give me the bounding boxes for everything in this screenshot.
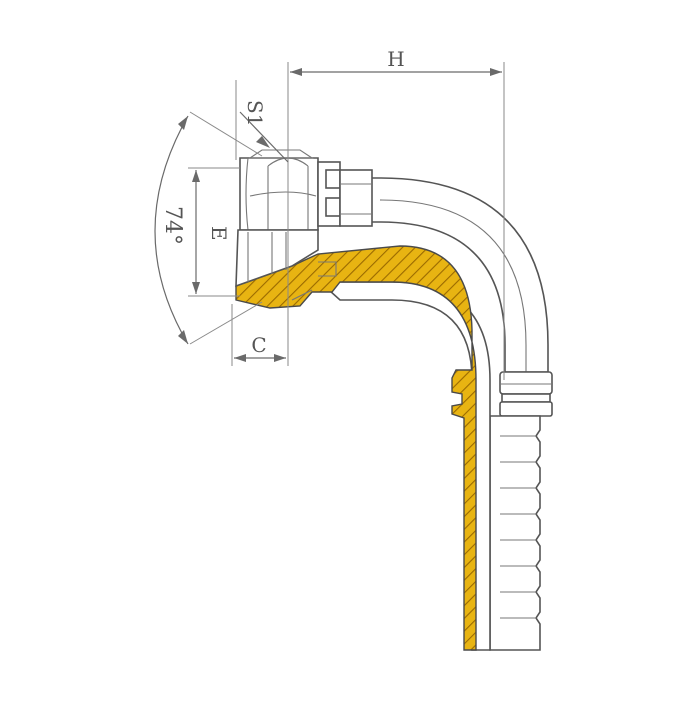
dimension-angle: 74° [154, 111, 263, 345]
nut-socket [235, 229, 319, 288]
barbed-stem [489, 415, 541, 651]
collar-rings [317, 161, 373, 227]
section-hatched-wall [235, 245, 477, 651]
label-angle: 74° [160, 206, 185, 245]
label-h: H [387, 47, 404, 71]
elbow-outer-body [339, 177, 549, 373]
hex-nut [239, 149, 319, 231]
label-c: C [251, 333, 266, 357]
label-s1: S1 [243, 100, 267, 126]
dimension-c: C [231, 304, 289, 366]
ferrule-collar [499, 371, 553, 417]
label-e: E [207, 226, 231, 241]
dimension-s1: S1 [235, 80, 289, 163]
dimension-e: E [188, 167, 240, 297]
